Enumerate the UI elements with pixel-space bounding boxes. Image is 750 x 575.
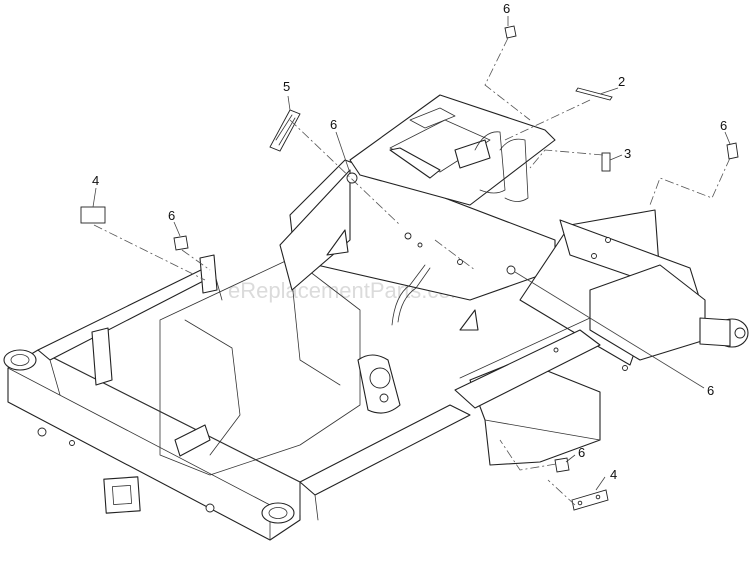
seat-slot-bracket [389,147,441,179]
callouts: 6 2 3 6 5 6 4 6 6 6 4 [92,1,727,482]
thin-decal-icon [575,87,613,101]
bent-rod [391,264,426,326]
center-tab [459,309,479,331]
callout-4-lower: 4 [610,467,617,482]
bumper-plug-icon [173,235,189,251]
assembly-lines [93,37,731,506]
bumper-plug-icon [506,265,516,275]
callout-6-lower: 6 [578,445,585,460]
callout-6-upper-mid: 6 [330,117,337,132]
callout-6-left: 6 [168,208,175,223]
callout-2: 2 [618,74,625,89]
callout-3: 3 [624,146,631,161]
main-frame [3,94,749,541]
leader-lines [92,16,731,491]
callout-6-mid-right: 6 [707,383,714,398]
callout-5: 5 [283,79,290,94]
label-card-icon [80,206,106,224]
front-cross-tube [7,349,301,541]
front-right-tube-end [261,502,295,524]
mounting-clip-icon [601,152,611,172]
decal-strip-icon [269,109,301,152]
left-side-rail [37,267,216,361]
front-left-tube-end [3,349,37,371]
callout-6-right: 6 [720,118,727,133]
bumper-plug-icon [346,172,358,184]
left-angled-side-plate [279,169,351,291]
right-side-rail [299,404,471,496]
bumper-plug-icon [504,25,517,39]
bumper-plug-icon [554,457,570,473]
rear-left-bracket [199,254,218,294]
slanted-channel [454,329,601,409]
name-plate-icon [571,489,609,511]
left-tab [326,229,349,256]
loose-parts [80,25,739,511]
hitch-receiver [103,476,141,514]
left-upright-bracket [91,327,113,386]
inner-cylinder [174,424,211,457]
callout-4-left: 4 [92,173,99,188]
bumper-plug-icon [726,142,739,160]
callout-6-top: 6 [503,1,510,16]
